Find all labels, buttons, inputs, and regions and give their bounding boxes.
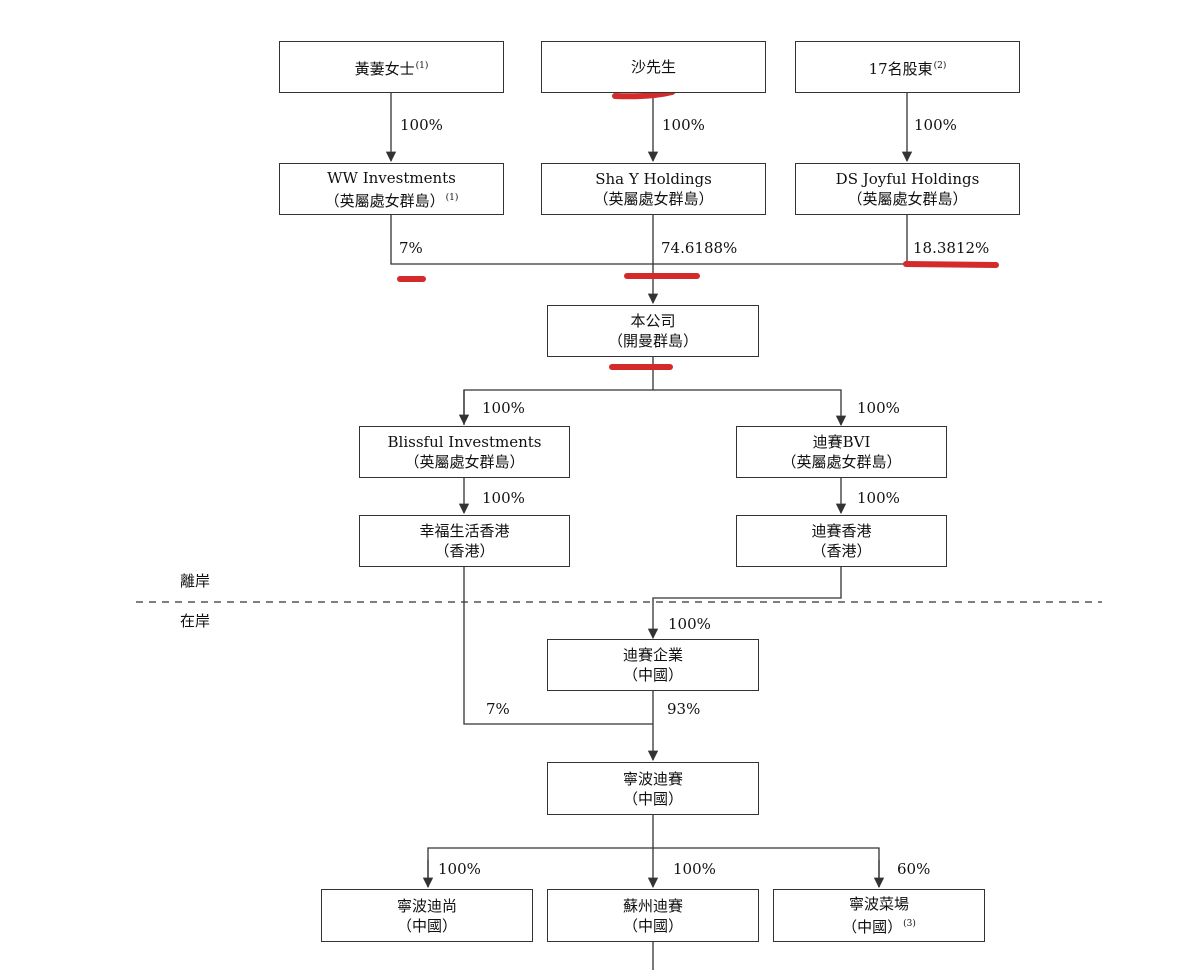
pct-bvi-hk: 100%	[857, 489, 900, 507]
box-disai-bvi: 迪賽BVI （英屬處女群島）	[736, 426, 947, 478]
pct-company-blissful: 100%	[482, 399, 525, 417]
box-ningbo-line1: 寧波迪賽	[622, 769, 683, 788]
box-qiye-line2: （中國）	[622, 666, 683, 684]
box-ningbo-caichang: 寧波菜場 （中國）(3)	[773, 889, 985, 942]
pct-ww-company: 7%	[399, 239, 423, 257]
box-company-line1: 本公司	[630, 312, 676, 330]
box-huang: 黃萋女士(1)	[279, 41, 504, 93]
pct-sha-shay: 100%	[662, 116, 705, 134]
note-ref: (1)	[415, 60, 429, 71]
note-ref: (2)	[933, 60, 947, 71]
box-caichang-line2: （中國）	[842, 918, 903, 936]
pct-blissful-xingfu: 100%	[482, 489, 525, 507]
box-shay-line2: （英屬處女群島）	[593, 190, 714, 208]
box-huang-name: 黃萋女士	[354, 59, 415, 78]
box-disai-hk: 迪賽香港 （香港）	[736, 515, 947, 567]
box-xingfu-line2: （香港）	[434, 542, 495, 560]
pct-hk-qiye: 100%	[668, 615, 711, 633]
box-ningbo-line2: （中國）	[622, 789, 683, 808]
box-ww-investments: WW Investments （英屬處女群島）(1)	[279, 163, 504, 215]
box-suzhou-line1: 蘇州迪賽	[622, 896, 683, 915]
pct-ningbo-caichang: 60%	[897, 860, 931, 878]
box-bvi-line2: （英屬處女群島）	[781, 453, 902, 471]
box-ningbo-dishang: 寧波迪尚 （中國）	[321, 889, 533, 942]
pct-ds-company: 18.3812%	[913, 239, 990, 257]
box-shay-line1: Sha Y Holdings	[595, 170, 712, 188]
box-blissful: Blissful Investments （英屬處女群島）	[359, 426, 570, 478]
box-ds-joyful: DS Joyful Holdings （英屬處女群島）	[795, 163, 1020, 215]
box-bvi-line1: 迪賽BVI	[812, 433, 871, 451]
box-disai-qiye: 迪賽企業 （中國）	[547, 639, 759, 691]
pct-ningbo-dishang: 100%	[438, 860, 481, 878]
pct-shay-company: 74.6188%	[661, 239, 738, 257]
box-ds-line1: DS Joyful Holdings	[835, 170, 980, 188]
box-blissful-line1: Blissful Investments	[387, 433, 542, 451]
label-offshore: 離岸	[180, 572, 211, 590]
box-caichang-line1: 寧波菜場	[848, 895, 909, 913]
box-xingfu-hk: 幸福生活香港 （香港）	[359, 515, 570, 567]
box-dishang-line2: （中國）	[396, 916, 457, 935]
pct-huang-ww: 100%	[400, 116, 443, 134]
box-disaihk-line1: 迪賽香港	[811, 522, 872, 540]
box-company-line2: （開曼群島）	[607, 332, 698, 350]
box-ningbo-disai: 寧波迪賽 （中國）	[547, 762, 759, 815]
box-disaihk-line2: （香港）	[811, 542, 872, 560]
box-suzhou-disai: 蘇州迪賽 （中國）	[547, 889, 759, 942]
box-qiye-line1: 迪賽企業	[622, 646, 683, 664]
box-sha: 沙先生	[541, 41, 766, 93]
pct-qiye-ningbo: 93%	[667, 700, 701, 718]
label-onshore: 在岸	[180, 612, 211, 630]
box-ds-line2: （英屬處女群島）	[847, 190, 968, 208]
box-xingfu-line1: 幸福生活香港	[419, 522, 510, 540]
box-17-shareholders: 17名股東(2)	[795, 41, 1020, 93]
pct-ningbo-suzhou: 100%	[673, 860, 716, 878]
box-company: 本公司 （開曼群島）	[547, 305, 759, 357]
box-blissful-line2: （英屬處女群島）	[404, 453, 525, 471]
note-ref: (1)	[445, 192, 459, 203]
box-ww-line1: WW Investments	[327, 168, 456, 187]
box-sha-y-holdings: Sha Y Holdings （英屬處女群島）	[541, 163, 766, 215]
pct-xingfu-ningbo: 7%	[486, 700, 510, 718]
pct-company-bvi: 100%	[857, 399, 900, 417]
box-suzhou-line2: （中國）	[622, 916, 683, 935]
box-sha-name: 沙先生	[630, 58, 676, 76]
box-17-name: 17名股東	[868, 59, 933, 78]
note-ref: (3)	[903, 919, 916, 929]
box-ww-line2: （英屬處女群島）	[324, 191, 445, 210]
box-dishang-line1: 寧波迪尚	[396, 896, 457, 915]
pct-17-ds: 100%	[914, 116, 957, 134]
